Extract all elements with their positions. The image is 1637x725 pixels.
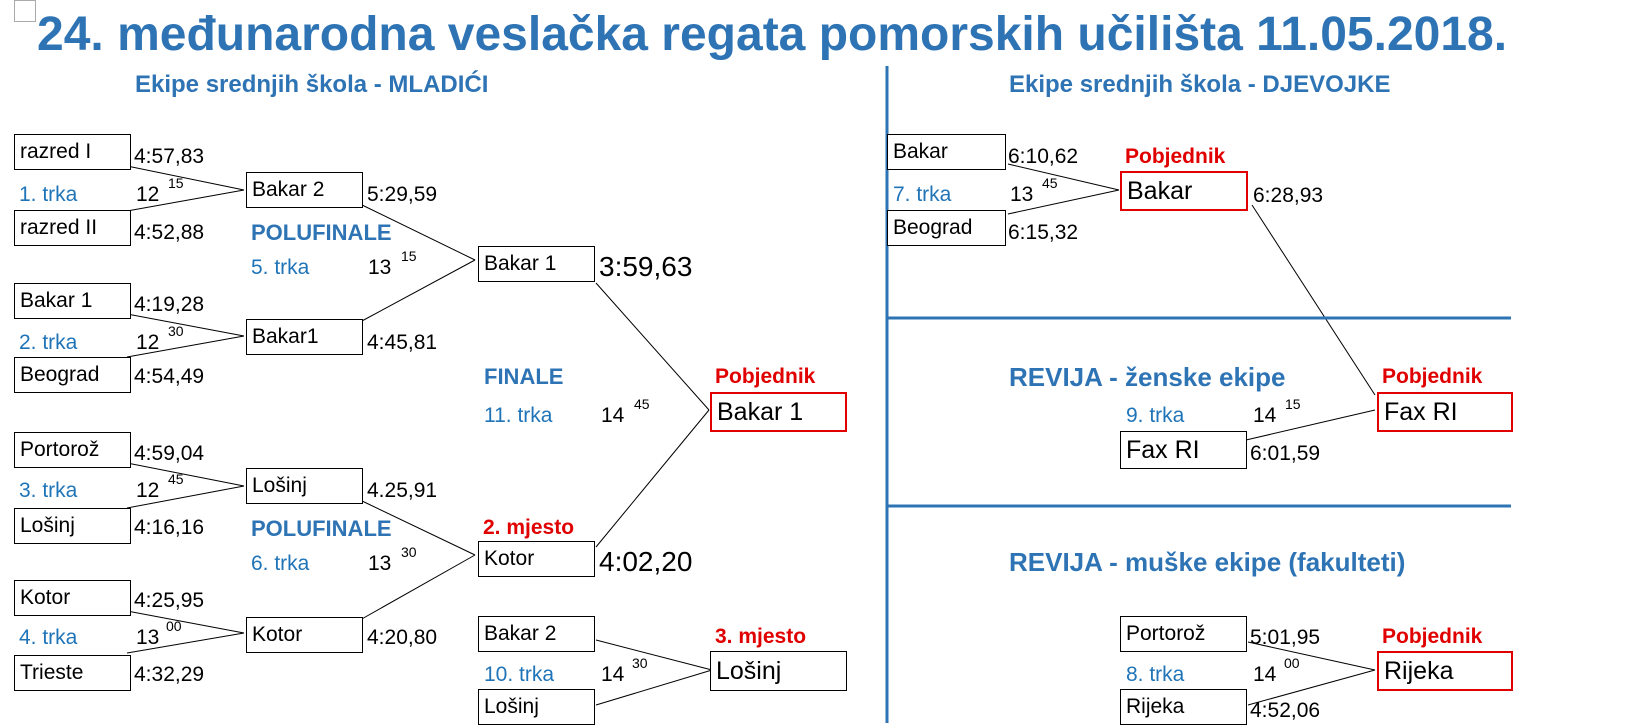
third-place-box: Lošinj bbox=[710, 651, 847, 691]
winner-box: Bakar bbox=[1120, 171, 1248, 211]
winner-box: Fax RI bbox=[1377, 392, 1513, 432]
race-label: 6. trka bbox=[251, 552, 310, 575]
race-time: 3:59,63 bbox=[599, 251, 693, 282]
winner-box: Bakar 1 bbox=[710, 392, 847, 432]
semifinal-label: POLUFINALE bbox=[251, 220, 392, 245]
heading-revija-zenske: REVIJA - ženske ekipe bbox=[1009, 362, 1286, 392]
race-time: 6:15,32 bbox=[1008, 221, 1079, 244]
team-box: Kotor bbox=[14, 580, 131, 616]
race-time: 4.25,91 bbox=[367, 479, 438, 502]
edit-pencil-icon[interactable] bbox=[14, 0, 36, 22]
team-box: Bakar 2 bbox=[246, 172, 363, 208]
team-box: razred I bbox=[14, 134, 131, 170]
start-hour: 13 bbox=[368, 552, 392, 575]
page-title: 24. međunarodna veslačka regata pomorski… bbox=[37, 8, 1508, 61]
start-minutes: 15 bbox=[168, 175, 184, 191]
team-box: Fax RI bbox=[1120, 431, 1247, 469]
start-hour: 12 bbox=[136, 331, 160, 354]
race-time: 4:57,83 bbox=[134, 145, 205, 168]
team-box: Beograd bbox=[887, 210, 1006, 246]
heading-revija-muske: REVIJA - muške ekipe (fakulteti) bbox=[1009, 547, 1406, 577]
race-label: 10. trka bbox=[484, 663, 555, 686]
start-hour: 14 bbox=[601, 404, 625, 427]
start-hour: 12 bbox=[136, 479, 160, 502]
start-minutes: 45 bbox=[634, 396, 650, 412]
race-time: 4:59,04 bbox=[134, 442, 205, 465]
race-label: 3. trka bbox=[19, 479, 78, 502]
race-label: 9. trka bbox=[1126, 404, 1185, 427]
start-minutes: 15 bbox=[401, 248, 417, 264]
start-hour: 13 bbox=[1010, 183, 1034, 206]
race-time: 4:32,29 bbox=[134, 663, 205, 686]
team-box: razred II bbox=[14, 210, 131, 246]
race-label: 5. trka bbox=[251, 256, 310, 279]
race-time: 4:25,95 bbox=[134, 589, 205, 612]
third-place-label: 3. mjesto bbox=[715, 625, 807, 648]
race-time: 6:28,93 bbox=[1253, 184, 1324, 207]
team-box: Beograd bbox=[14, 357, 131, 393]
race-time: 5:29,59 bbox=[367, 183, 438, 206]
race-time: 4:45,81 bbox=[367, 331, 438, 354]
start-hour: 14 bbox=[601, 663, 625, 686]
race-time: 4:19,28 bbox=[134, 293, 205, 316]
winner-label: Pobjednik bbox=[1382, 625, 1483, 648]
team-box: Kotor bbox=[478, 541, 595, 577]
winner-label: Pobjednik bbox=[1382, 365, 1483, 388]
winner-label: Pobjednik bbox=[1125, 145, 1226, 168]
start-minutes: 00 bbox=[1284, 655, 1300, 671]
start-minutes: 30 bbox=[168, 323, 184, 339]
race-time: 6:01,59 bbox=[1250, 442, 1321, 465]
race-label: 1. trka bbox=[19, 183, 78, 206]
team-box: Portorož bbox=[14, 432, 131, 468]
start-hour: 13 bbox=[136, 626, 160, 649]
race-time: 4:16,16 bbox=[134, 516, 205, 539]
team-box: Portorož bbox=[1120, 616, 1247, 652]
start-minutes: 00 bbox=[166, 618, 182, 634]
final-label: FINALE bbox=[484, 364, 564, 389]
team-box: Lošinj bbox=[478, 689, 595, 725]
second-place-label: 2. mjesto bbox=[483, 516, 575, 539]
race-label: 7. trka bbox=[893, 183, 952, 206]
race-label: 2. trka bbox=[19, 331, 78, 354]
race-time: 4:52,06 bbox=[1250, 699, 1321, 722]
race-time: 4:02,20 bbox=[599, 546, 693, 577]
race-time: 4:20,80 bbox=[367, 626, 438, 649]
team-box: Bakar1 bbox=[246, 319, 363, 355]
team-box: Bakar 1 bbox=[478, 246, 595, 282]
semifinal-label: POLUFINALE bbox=[251, 516, 392, 541]
race-time: 5:01,95 bbox=[1250, 626, 1321, 649]
team-box: Bakar 1 bbox=[14, 283, 131, 319]
start-hour: 12 bbox=[136, 183, 160, 206]
team-box: Trieste bbox=[14, 655, 131, 691]
team-box: Bakar bbox=[887, 134, 1006, 170]
heading-djevojke: Ekipe srednjih škola - DJEVOJKE bbox=[1009, 71, 1391, 98]
heading-mladici: Ekipe srednjih škola - MLADIĆI bbox=[135, 71, 489, 98]
start-hour: 13 bbox=[368, 256, 392, 279]
race-time: 6:10,62 bbox=[1008, 145, 1079, 168]
team-box: Lošinj bbox=[246, 468, 363, 504]
team-box: Rijeka bbox=[1120, 689, 1247, 725]
start-minutes: 30 bbox=[401, 544, 417, 560]
race-time: 4:54,49 bbox=[134, 365, 205, 388]
start-minutes: 30 bbox=[632, 655, 648, 671]
start-minutes: 45 bbox=[168, 471, 184, 487]
winner-label: Pobjednik bbox=[715, 365, 816, 388]
team-box: Kotor bbox=[246, 617, 363, 653]
race-label: 11. trka bbox=[484, 404, 553, 427]
start-minutes: 45 bbox=[1042, 175, 1058, 191]
team-box: Bakar 2 bbox=[478, 616, 595, 652]
start-minutes: 15 bbox=[1285, 396, 1301, 412]
race-label: 8. trka bbox=[1126, 663, 1185, 686]
race-label: 4. trka bbox=[19, 626, 78, 649]
race-time: 4:52,88 bbox=[134, 221, 205, 244]
start-hour: 14 bbox=[1253, 663, 1277, 686]
winner-box: Rijeka bbox=[1377, 651, 1513, 691]
team-box: Lošinj bbox=[14, 508, 131, 544]
start-hour: 14 bbox=[1253, 404, 1277, 427]
